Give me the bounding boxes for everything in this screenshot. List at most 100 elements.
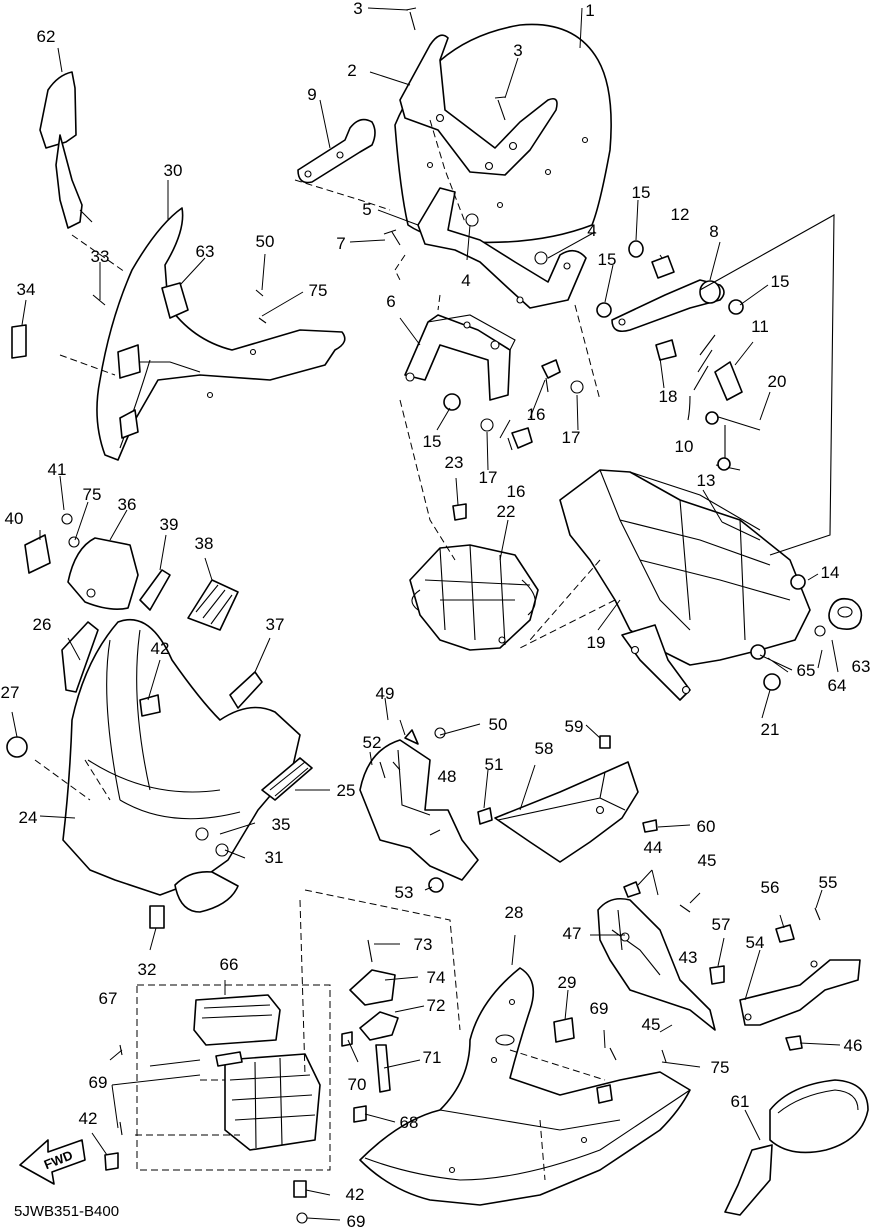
callout-44: 44 — [644, 838, 663, 857]
callout-33: 33 — [91, 247, 110, 266]
callout-17: 17 — [479, 468, 498, 487]
callout-45: 45 — [698, 851, 717, 870]
callout-71: 71 — [423, 1048, 442, 1067]
callout-74: 74 — [427, 968, 446, 987]
lower-cowl — [359, 967, 691, 1206]
visor-panel — [67, 537, 139, 610]
callout-19: 19 — [587, 633, 606, 652]
callout-57: 57 — [712, 915, 731, 934]
callout-16: 16 — [527, 405, 546, 424]
callout-1: 1 — [585, 1, 594, 20]
callout-50: 50 — [256, 232, 275, 251]
callout-52: 52 — [363, 733, 382, 752]
callout-42: 42 — [79, 1109, 98, 1128]
callout-50: 50 — [489, 715, 508, 734]
callout-59: 59 — [565, 717, 584, 736]
callout-27: 27 — [1, 683, 20, 702]
callout-56: 56 — [761, 878, 780, 897]
side-panel — [494, 761, 639, 863]
adjust-arm — [611, 279, 725, 333]
callout-43: 43 — [679, 948, 698, 967]
windshield-bracket — [399, 34, 558, 176]
callout-25: 25 — [337, 781, 356, 800]
callout-42: 42 — [151, 639, 170, 658]
lower-inner-panel — [597, 897, 716, 1031]
callout-58: 58 — [535, 739, 554, 758]
callout-68: 68 — [400, 1113, 419, 1132]
upper-stay — [417, 187, 587, 309]
windshield — [394, 23, 612, 244]
callout-10: 10 — [675, 437, 694, 456]
callout-69: 69 — [347, 1212, 366, 1228]
callout-35: 35 — [272, 815, 291, 834]
callout-51: 51 — [485, 755, 504, 774]
callout-69: 69 — [89, 1073, 108, 1092]
callout-54: 54 — [746, 933, 765, 952]
callout-42: 42 — [346, 1185, 365, 1204]
callout-23: 23 — [445, 453, 464, 472]
callout-63: 63 — [196, 242, 215, 261]
callout-15: 15 — [771, 272, 790, 291]
callout-49: 49 — [376, 684, 395, 703]
callout-66: 66 — [220, 955, 239, 974]
callout-47: 47 — [563, 924, 582, 943]
callout-32: 32 — [138, 960, 157, 979]
callout-46: 46 — [844, 1036, 863, 1055]
inner-panel — [359, 739, 479, 881]
callout-11: 11 — [751, 317, 769, 336]
callout-15: 15 — [598, 250, 617, 269]
callout-2: 2 — [347, 61, 356, 80]
callout-12: 12 — [671, 205, 690, 224]
callout-48: 48 — [438, 767, 457, 786]
callout-65: 65 — [797, 661, 816, 680]
stay-bracket — [297, 118, 376, 184]
callout-28: 28 — [505, 903, 524, 922]
callout-21: 21 — [761, 720, 780, 739]
callout-55: 55 — [819, 873, 838, 892]
meter-unit — [224, 1053, 321, 1151]
callout-29: 29 — [558, 973, 577, 992]
callout-41: 41 — [48, 460, 67, 479]
callout-13: 13 — [697, 471, 716, 490]
diagram-code: 5JWB351-B400 — [14, 1203, 119, 1220]
callout-22: 22 — [497, 502, 516, 521]
side-cowl — [96, 207, 346, 461]
callout-20: 20 — [768, 372, 787, 391]
callout-31: 31 — [265, 848, 284, 867]
callout-16: 16 — [507, 482, 526, 501]
callout-62: 62 — [37, 27, 56, 46]
callout-37: 37 — [266, 615, 285, 634]
headlight-unit — [409, 544, 539, 651]
callout-38: 38 — [195, 534, 214, 553]
lower-bracket — [739, 959, 861, 1026]
callout-34: 34 — [17, 280, 36, 299]
callout-60: 60 — [697, 817, 716, 836]
callout-73: 73 — [414, 935, 433, 954]
callout-36: 36 — [118, 495, 137, 514]
fwd-arrow-icon — [19, 1139, 86, 1185]
callout-67: 67 — [99, 989, 118, 1008]
callout-14: 14 — [821, 563, 840, 582]
callout-5: 5 — [362, 200, 371, 219]
meter-housing — [193, 994, 281, 1046]
left-mirror — [39, 71, 77, 149]
front-cowl — [62, 618, 301, 896]
callout-8: 8 — [709, 222, 718, 241]
callout-24: 24 — [19, 808, 38, 827]
lower-stay — [404, 314, 511, 401]
callout-72: 72 — [427, 996, 446, 1015]
cable-71 — [375, 1044, 391, 1093]
callout-45: 45 — [642, 1015, 661, 1034]
callout-3: 3 — [513, 41, 522, 60]
callout-30: 30 — [164, 161, 183, 180]
right-mirror — [769, 1079, 869, 1154]
callout-17: 17 — [562, 428, 581, 447]
callout-39: 39 — [160, 515, 179, 534]
leader-lines — [11, 7, 841, 1221]
callout-75: 75 — [83, 485, 102, 504]
callout-61: 61 — [731, 1092, 750, 1111]
callout-9: 9 — [307, 85, 316, 104]
callout-4: 4 — [587, 221, 596, 240]
callout-70: 70 — [348, 1075, 367, 1094]
callout-75: 75 — [711, 1058, 730, 1077]
